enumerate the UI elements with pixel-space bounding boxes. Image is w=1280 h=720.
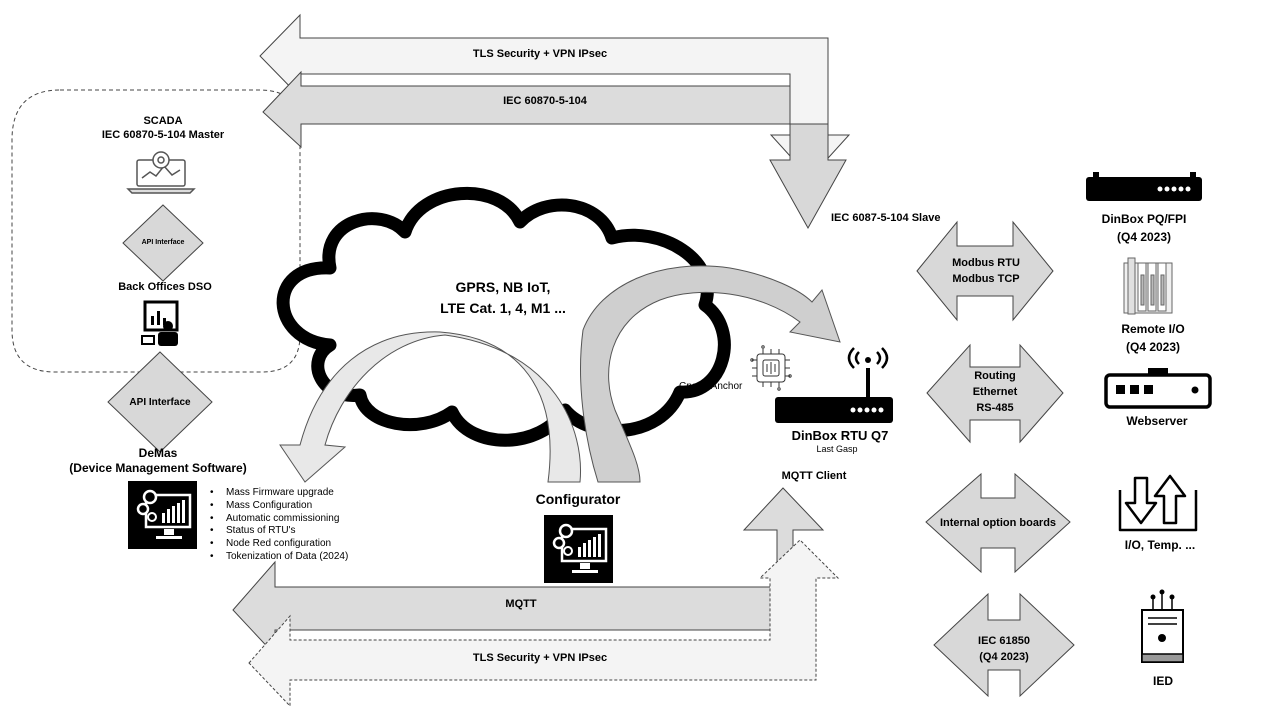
demas-feature-item: Mass Configuration [210,500,348,513]
scada-api-diamond [122,204,204,282]
dinbox-pq-label-line1: DinBox PQ/FPI [1101,212,1187,226]
demas-feature-item: Mass Firmware upgrade [210,487,348,500]
modbus-label-line1: Modbus RTU [952,257,1020,269]
demas-title: DeMas [138,446,178,460]
rtu-sub-label: Last Gasp [816,444,858,454]
ied-label: IED [1152,674,1174,688]
routing-label-line2: Ethernet [972,386,1018,398]
top-outer-link-label: TLS Security + VPN IPsec [472,48,608,60]
dinbox-pq-label-line2: (Q4 2023) [1116,230,1172,244]
back-office-icon [141,300,179,346]
iec61850-label-line1: IEC 61850 [978,635,1030,647]
crypto-chip-icon [750,345,792,391]
rtu-name-label: DinBox RTU Q7 [791,428,889,443]
demas-subtitle: (Device Management Software) [69,461,247,475]
demas-feature-item: Status of RTU's [210,525,348,538]
bottom-inner-link-arrow [232,487,825,657]
configurator-label: Configurator [535,491,621,507]
configurator-to-demas-arrow [279,331,582,483]
crypto-anchor-label: Crypto Anchor [679,381,743,392]
rtu-device-icon [775,347,893,423]
io-arrows-icon [1118,474,1198,532]
scada-laptop-icon [126,151,196,194]
io-temp-label: I/O, Temp. ... [1124,538,1196,552]
dinbox-pq-fpi-icon [1086,172,1202,201]
routing-label-line3: RS-485 [976,402,1014,414]
ied-icon [1141,589,1184,663]
cloud-label-line1: GPRS, NB IoT, [455,279,551,295]
scada-subtitle: IEC 60870-5-104 Master [101,129,225,141]
option-boards-interface-arrow [925,472,1071,574]
modbus-interface-arrow [916,220,1054,322]
network-cloud-shape [276,187,731,447]
remote-io-label-line2: (Q4 2023) [1125,340,1181,354]
back-office-label: Back Offices DSO [118,281,212,293]
modbus-label-line2: Modbus TCP [952,273,1020,285]
option-boards-label: Internal option boards [939,517,1057,529]
webserver-icon [1104,368,1212,409]
demas-api-label: API Interface [129,397,191,408]
mqtt-client-label: MQTT Client [781,470,847,482]
bottom-outer-link-arrow [248,539,840,708]
scada-api-label: API Interface [141,239,185,246]
remote-io-label-line1: Remote I/O [1121,322,1185,336]
bottom-outer-link-label: TLS Security + VPN IPsec [472,652,608,664]
iec61850-label-line2: (Q4 2023) [979,651,1029,663]
routing-label-line1: Routing [974,370,1016,382]
top-inner-link-label: IEC 60870-5-104 [503,95,587,107]
demas-monitor-icon [128,481,197,549]
configurator-monitor-icon [544,515,613,583]
rtu-slave-label: IEC 6087-5-104 Slave [831,212,941,224]
demas-feature-list: Mass Firmware upgrade Mass Configuration… [210,487,348,564]
demas-feature-item: Tokenization of Data (2024) [210,551,348,564]
iec61850-interface-arrow [933,592,1075,698]
webserver-label: Webserver [1126,414,1188,428]
demas-feature-item: Automatic commissioning [210,513,348,526]
top-inner-link-arrow [262,70,847,230]
configurator-to-rtu-arrow [580,265,841,483]
routing-interface-arrow [926,343,1064,444]
demas-api-diamond [107,351,213,453]
scada-title: SCADA [143,115,183,127]
cloud-label-line2: LTE Cat. 1, 4, M1 ... [440,300,566,316]
demas-feature-item: Node Red configuration [210,538,348,551]
bottom-inner-link-label: MQTT [505,598,537,610]
remote-io-icon [1123,257,1173,315]
